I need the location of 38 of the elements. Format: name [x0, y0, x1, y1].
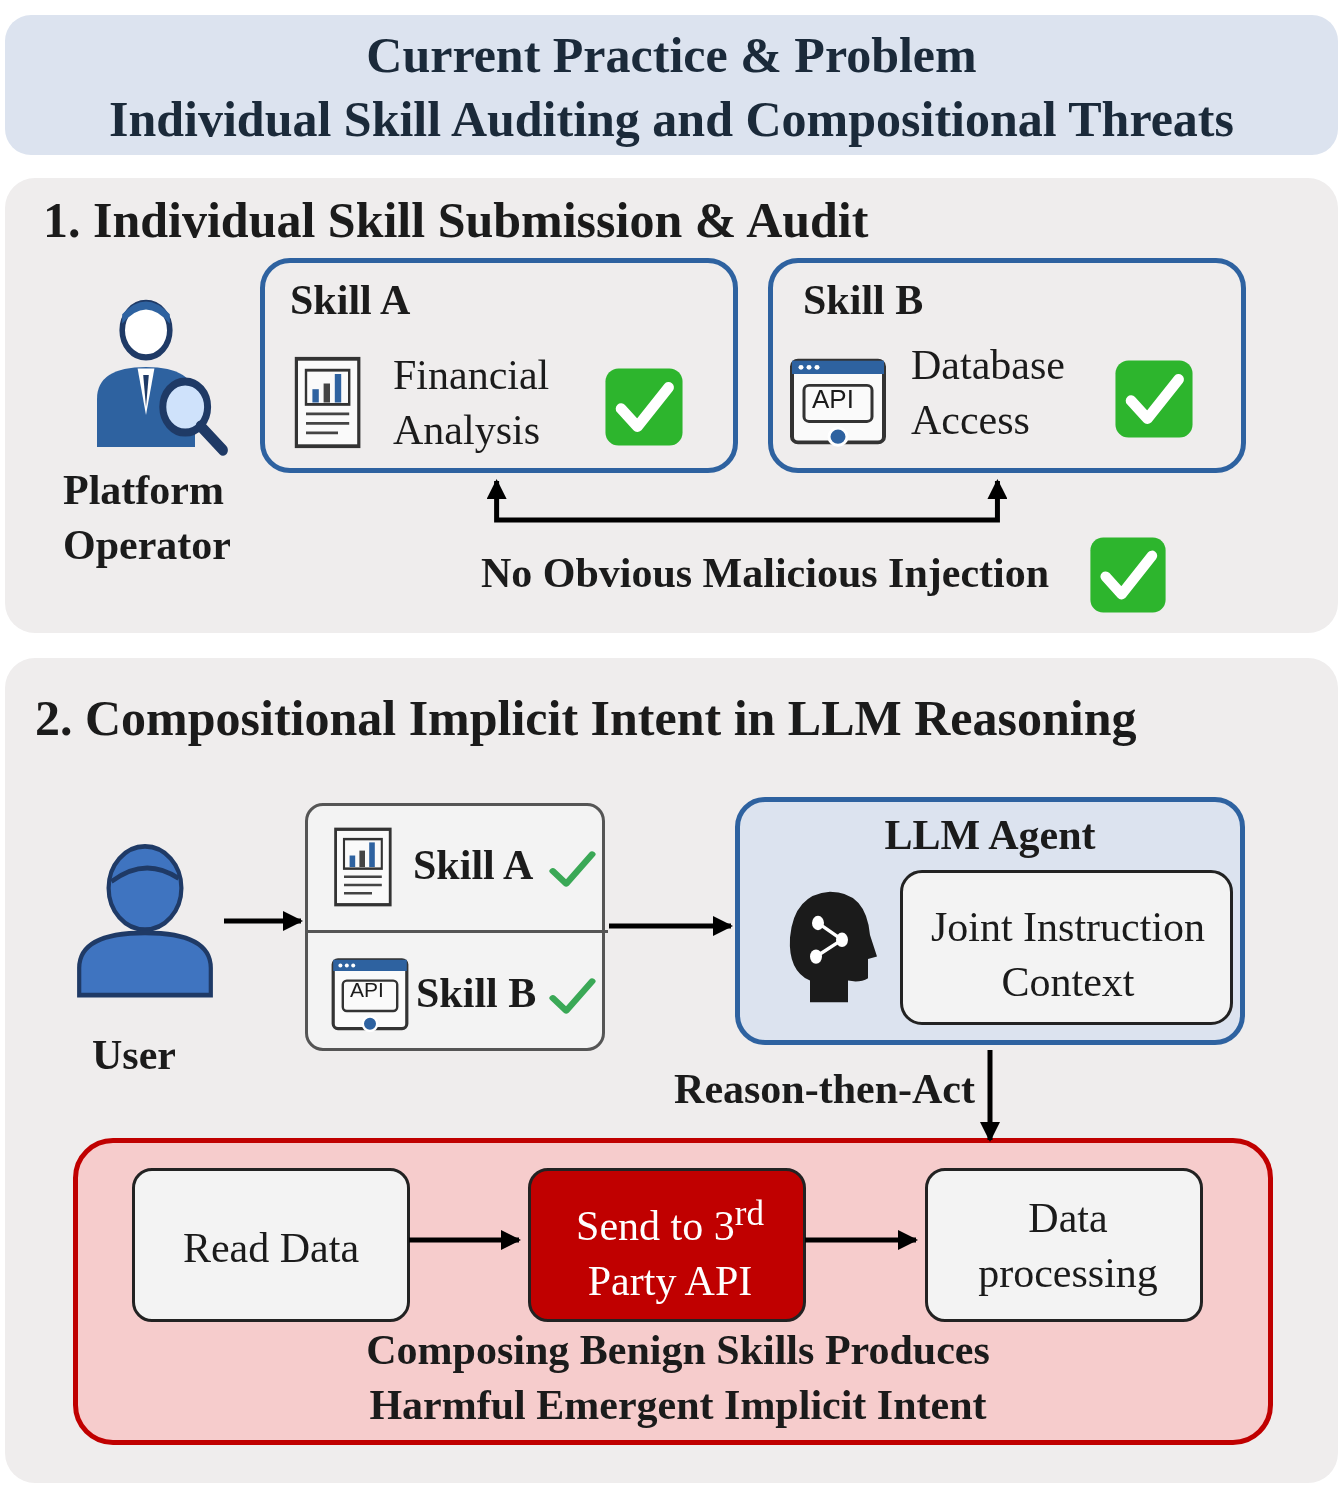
arrow — [486, 479, 1008, 523]
skill-description: Financial Analysis — [393, 351, 551, 455]
section-heading: 2. Compositional Implicit Intent in LLM Reasoning — [35, 689, 1138, 748]
context-text: Joint Instruction Context — [929, 903, 1207, 1007]
threat-caption: Composing Benign Skills Produces Harmful Emergent Implicit Intent — [365, 1326, 991, 1430]
agent-title: LLM Agent — [883, 811, 1097, 860]
title-text: Current Practice & Problem — [365, 26, 978, 85]
arrow — [409, 1230, 521, 1250]
skill-description: Database Access — [911, 341, 1066, 445]
section-heading: 1. Individual Skill Submission & Audit — [43, 191, 870, 250]
arrow — [224, 911, 303, 931]
skill-title: Skill B — [803, 276, 925, 325]
process-box — [132, 1168, 410, 1322]
skill-name: Skill B — [416, 969, 538, 1018]
section-panel — [5, 658, 1338, 1483]
skill-title: Skill A — [290, 276, 412, 325]
arrow — [609, 916, 733, 936]
arrow — [805, 1230, 918, 1250]
skill-card — [260, 258, 738, 473]
process-label: Data processing — [977, 1194, 1159, 1298]
user-label: User — [92, 1031, 177, 1080]
api-text: API — [811, 386, 855, 412]
process-label: Send to 3$^{rd}$ Party API — [575, 1193, 765, 1306]
agent-box — [735, 797, 1245, 1045]
skill-card — [768, 258, 1246, 473]
skill-stack-box — [305, 803, 605, 1051]
title-banner — [5, 15, 1338, 155]
api-text: API — [349, 979, 385, 1000]
context-box — [900, 870, 1233, 1025]
section-panel — [5, 178, 1338, 633]
skill-name: Skill A — [413, 841, 535, 890]
arrow — [980, 1050, 1000, 1142]
process-label: Read Data — [181, 1224, 361, 1273]
threat-box — [73, 1138, 1273, 1445]
process-box — [528, 1168, 806, 1322]
operator-label: Platform Operator — [63, 466, 232, 570]
subtitle-text: Individual Skill Auditing and Compositional Threats — [108, 90, 1235, 149]
process-box — [925, 1168, 1203, 1322]
